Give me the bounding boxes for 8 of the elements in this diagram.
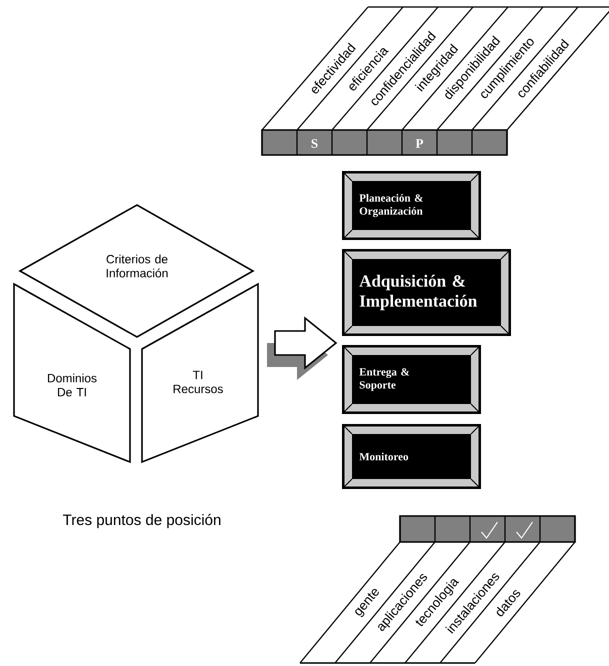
caption: Tres puntos de posición — [62, 514, 220, 528]
cell-letter: P — [416, 139, 424, 148]
beveled-box: Entrega & Soporte — [342, 345, 481, 414]
block-arrow — [267, 316, 338, 380]
beveled-box: Monitoreo — [342, 424, 481, 489]
beveled-box: Adquisición & Implementación — [342, 249, 511, 336]
beveled-box: Planeación & Organización — [342, 171, 481, 240]
cell-letter: S — [312, 139, 318, 148]
